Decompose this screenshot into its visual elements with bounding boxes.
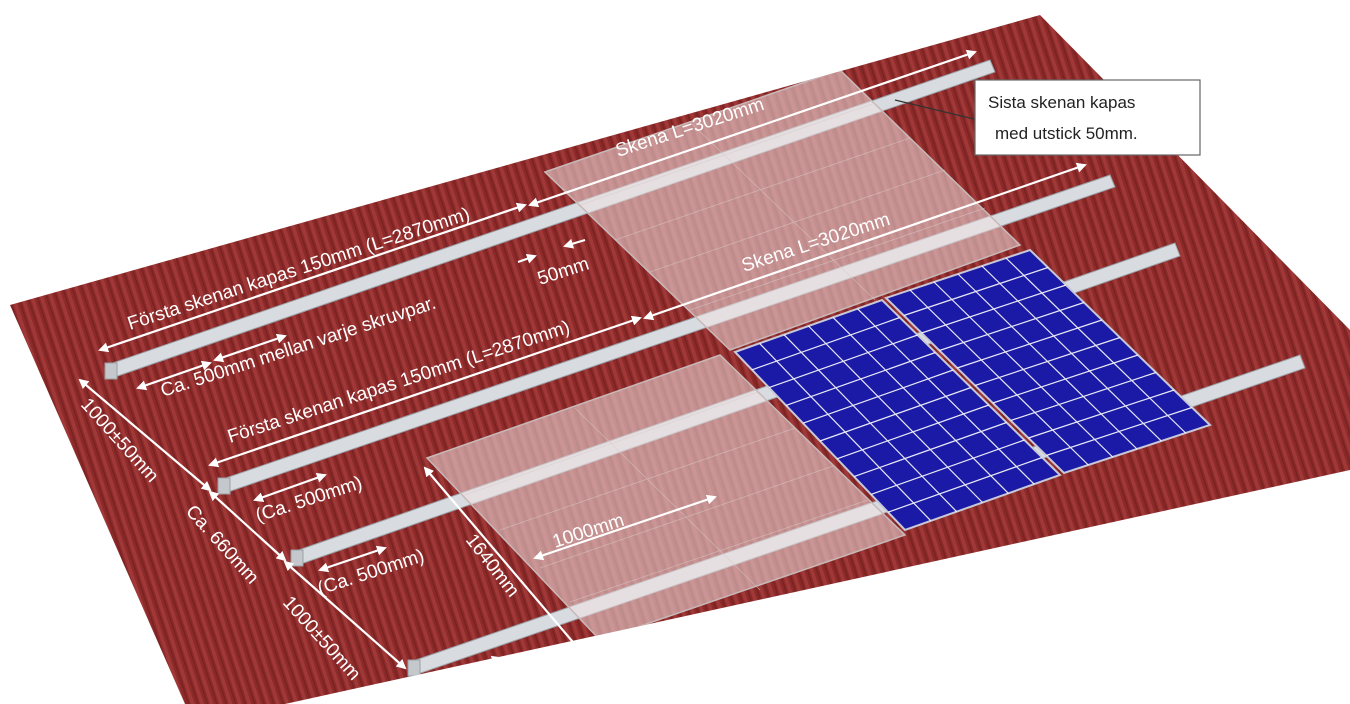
dimension-arrows xyxy=(78,49,1087,685)
cell-line xyxy=(974,336,1121,387)
cell-line xyxy=(836,404,990,460)
cell-line xyxy=(768,334,918,389)
cell-line xyxy=(785,351,936,406)
cell-line xyxy=(1028,389,1175,439)
cell-line xyxy=(870,439,1025,495)
callout-line-2: med utstick 50mm. xyxy=(995,124,1138,143)
cell-line xyxy=(802,369,954,424)
cell-line xyxy=(853,421,1007,478)
cell-line xyxy=(1046,406,1193,457)
callout-box: Sista skenan kapas med utstick 50mm. xyxy=(974,79,1201,156)
cell-line xyxy=(751,316,901,371)
cell-line xyxy=(992,354,1139,404)
cell-line xyxy=(1010,371,1157,422)
callout-leader xyxy=(894,99,979,121)
cell-line xyxy=(887,456,1043,513)
callout-line-1: Sista skenan kapas xyxy=(988,93,1135,112)
cell-line xyxy=(819,386,972,442)
cell-line xyxy=(957,319,1103,369)
